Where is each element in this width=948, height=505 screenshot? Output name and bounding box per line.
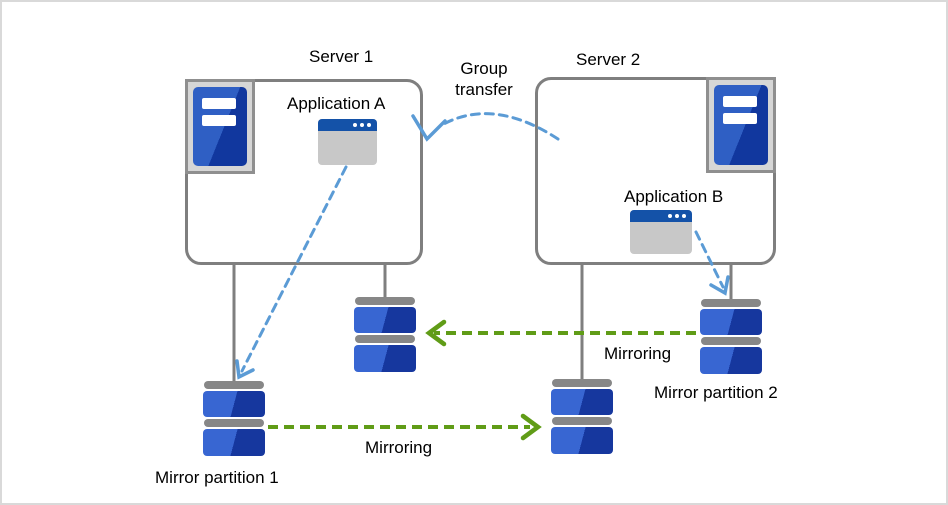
- titlebar-dot-icon: [367, 123, 371, 127]
- disk-cap: [552, 379, 612, 387]
- disk-cap: [701, 337, 761, 345]
- server-tower-body: [714, 85, 768, 165]
- app-b-to-mirror2-arrow: [694, 230, 725, 289]
- disk-stack-icon: [203, 381, 265, 458]
- mirror-partition-2-label: Mirror partition 2: [654, 383, 778, 402]
- disk-cap: [204, 419, 264, 427]
- application-a-label: Application A: [287, 94, 386, 113]
- server-tower-icon: [185, 79, 255, 174]
- mirroring-lower-label: Mirroring: [365, 438, 433, 457]
- disk-platter: [203, 429, 265, 456]
- disk-stack-icon: [354, 297, 416, 374]
- server-drive-slot: [723, 96, 757, 107]
- titlebar-dot-icon: [353, 123, 357, 127]
- app-b-arrowhead-icon: [709, 275, 730, 296]
- disk-cap: [552, 417, 612, 425]
- app-window-icon: [630, 210, 692, 254]
- titlebar-dot-icon: [675, 214, 679, 218]
- disk-stack-icon: [700, 299, 762, 376]
- mirroring-upper-arrowhead-icon: [425, 319, 447, 347]
- group-transfer-arrow: [438, 112, 560, 141]
- disk-stack-icon: [551, 379, 613, 456]
- group-transfer-arrowhead-icon: [411, 114, 447, 142]
- disk-platter: [354, 307, 416, 333]
- server-tower-body: [193, 87, 247, 166]
- server-drive-slot: [202, 115, 236, 126]
- app-window-titlebar: [630, 210, 692, 222]
- mirror-partition-1-label: Mirror partition 1: [155, 468, 279, 487]
- server-drive-slot: [202, 98, 236, 109]
- titlebar-dot-icon: [682, 214, 686, 218]
- disk-cap: [355, 297, 415, 305]
- app-a-to-mirror1-arrow: [240, 165, 348, 373]
- application-b-label: Application B: [624, 187, 724, 206]
- server-tower-icon: [706, 77, 776, 173]
- disk-platter: [700, 309, 762, 335]
- disk-cap: [701, 299, 761, 307]
- app-window-icon: [318, 119, 377, 165]
- group-transfer-label: Group transfer: [455, 59, 513, 99]
- disk-platter: [203, 391, 265, 417]
- server-drive-slot: [723, 113, 757, 124]
- disk-platter: [551, 389, 613, 415]
- titlebar-dot-icon: [360, 123, 364, 127]
- server2-title: Server 2: [576, 50, 641, 69]
- titlebar-dot-icon: [668, 214, 672, 218]
- disk-platter: [700, 347, 762, 374]
- app-a-arrowhead-icon: [235, 359, 255, 380]
- disk-cap: [204, 381, 264, 389]
- app-window-titlebar: [318, 119, 377, 131]
- disk-cap: [355, 335, 415, 343]
- mirroring-lower-arrowhead-icon: [520, 413, 542, 441]
- server1-title: Server 1: [309, 47, 374, 66]
- disk-platter: [551, 427, 613, 454]
- mirroring-upper-label: Mirroring: [604, 344, 672, 363]
- disk-platter: [354, 345, 416, 372]
